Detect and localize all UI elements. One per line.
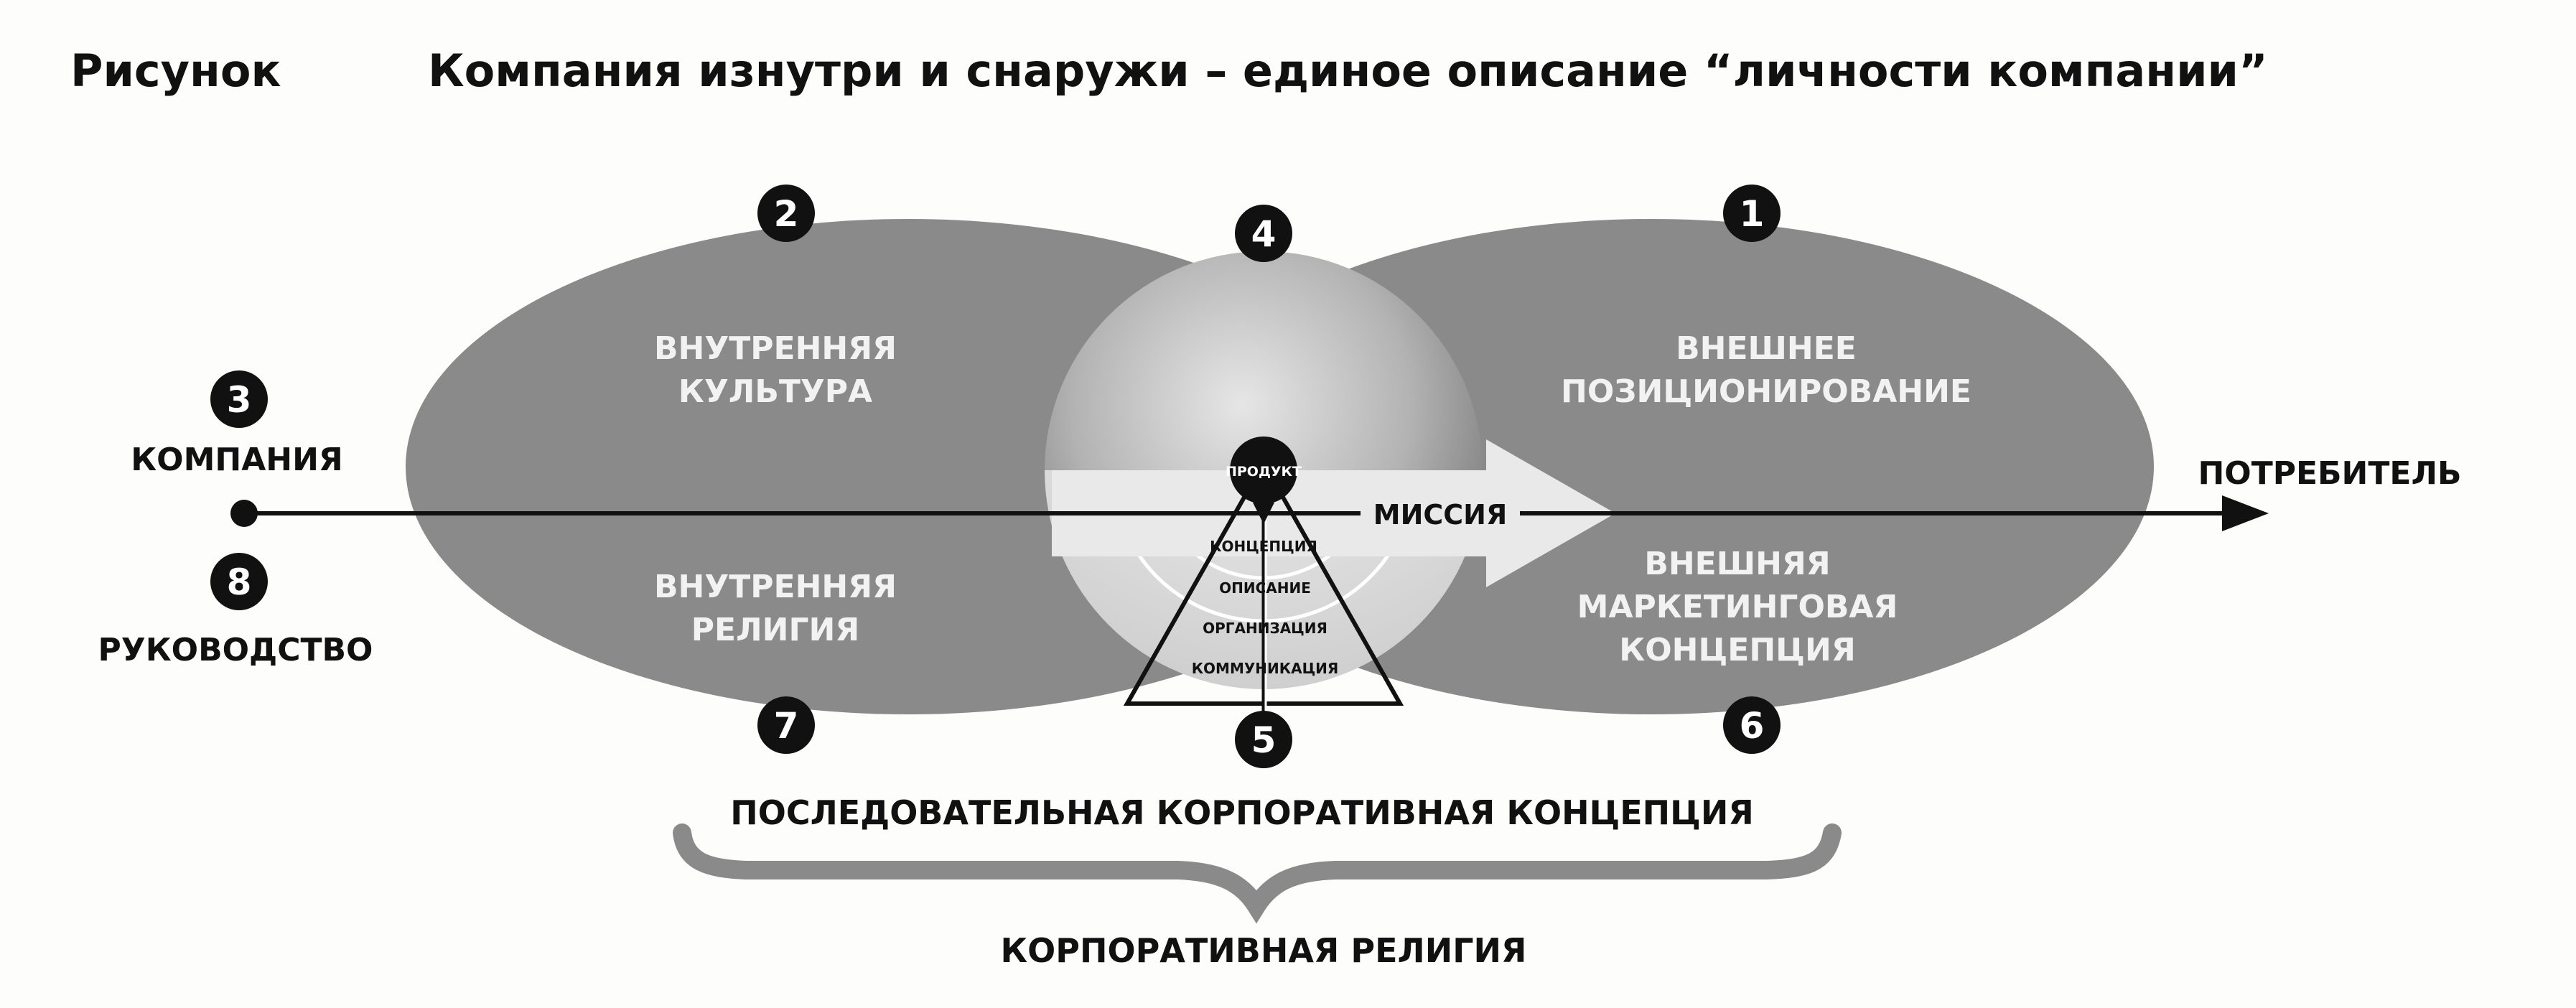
svg-text:6: 6	[1740, 705, 1765, 747]
product-label: ПРОДУКТ	[1226, 464, 1302, 480]
svg-text:2: 2	[774, 193, 799, 235]
marker-5: 5	[1235, 711, 1292, 768]
figure-label: Рисунок	[70, 45, 281, 97]
marker-1: 1	[1723, 185, 1781, 242]
pyramid-label-organization: ОРГАНИЗАЦИЯ	[1203, 620, 1327, 637]
inner-religion-line2: РЕЛИГИЯ	[691, 612, 859, 648]
external-marketing-line1: ВНЕШНЯЯ	[1644, 546, 1830, 582]
management-label: РУКОВОДСТВО	[98, 632, 373, 668]
inner-culture-line1: ВНУТРЕННЯЯ	[654, 330, 897, 367]
marker-6: 6	[1723, 696, 1781, 754]
inner-culture-line2: КУЛЬТУРА	[678, 373, 872, 410]
svg-text:8: 8	[227, 561, 252, 603]
inner-religion-line1: ВНУТРЕННЯЯ	[654, 569, 897, 605]
corporate-religion-label: КОРПОРАТИВНАЯ РЕЛИГИЯ	[1001, 931, 1527, 970]
pyramid-down-arrow	[1253, 503, 1274, 524]
external-marketing-line2: МАРКЕТИНГОВАЯ	[1577, 589, 1898, 625]
consistent-concept-label: ПОСЛЕДОВАТЕЛЬНАЯ КОРПОРАТИВНАЯ КОНЦЕПЦИЯ	[730, 793, 1754, 832]
axis-arrowhead	[2222, 495, 2269, 531]
svg-text:1: 1	[1740, 193, 1765, 235]
central-sphere-upper	[1045, 251, 1483, 470]
external-marketing-line3: КОНЦЕПЦИЯ	[1619, 632, 1855, 668]
consumer-label: ПОТРЕБИТЕЛЬ	[2198, 455, 2461, 492]
external-positioning-line2: ПОЗИЦИОНИРОВАНИЕ	[1561, 373, 1971, 410]
marker-4: 4	[1235, 205, 1292, 262]
svg-text:5: 5	[1251, 719, 1277, 761]
svg-text:7: 7	[774, 705, 799, 747]
pyramid-label-concept: КОНЦЕПЦИЯ	[1210, 538, 1317, 555]
mission-label-bg	[1361, 494, 1520, 533]
marker-8: 8	[210, 553, 268, 610]
pyramid-label-description: ОПИСАНИЕ	[1219, 579, 1311, 597]
axis-start-dot	[230, 500, 258, 527]
svg-text:4: 4	[1251, 213, 1277, 255]
svg-text:3: 3	[227, 379, 252, 421]
mission-label: МИССИЯ	[1373, 499, 1507, 531]
marker-3: 3	[210, 370, 268, 428]
figure-title: Компания изнутри и снаружи – единое опис…	[428, 45, 2268, 97]
marker-7: 7	[757, 696, 815, 754]
marker-2: 2	[757, 185, 815, 242]
product-circle	[1230, 437, 1297, 504]
pyramid-label-communication: КОММУНИКАЦИЯ	[1192, 660, 1339, 677]
company-label: КОМПАНИЯ	[131, 442, 343, 478]
corporate-religion-brace	[673, 823, 1842, 924]
external-positioning-line1: ВНЕШНЕЕ	[1676, 330, 1857, 367]
